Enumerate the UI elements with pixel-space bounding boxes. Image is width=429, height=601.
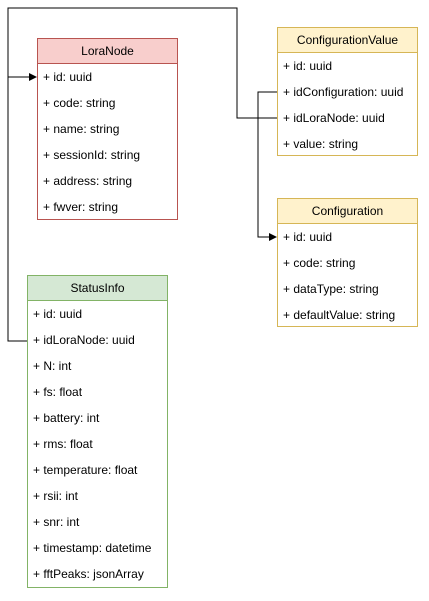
field-configurationvalue-idconfiguration: + idConfiguration: uuid [283,85,404,99]
field-loranode-id: + id: uuid [43,70,93,84]
entity-configuration[interactable]: Configuration + id: uuid + code: string … [277,198,418,327]
entity-configurationvalue[interactable]: ConfigurationValue + id: uuid + idConfig… [277,27,418,156]
field-configuration-defaultvalue: + defaultValue: string [283,308,396,322]
field-statusinfo-battery: + battery: int [33,411,100,425]
field-configurationvalue-value: + value: string [283,137,359,151]
field-statusinfo-n: + N: int [33,359,72,373]
field-statusinfo-id: + id: uuid [33,307,83,321]
field-configuration-code: + code: string [283,256,356,270]
field-configuration-id: + id: uuid [283,230,333,244]
connector-statusinfo-to-loranode [7,77,27,342]
field-loranode-sessionid: + sessionId: string [43,148,141,162]
field-loranode-code: + code: string [43,96,116,110]
entity-loranode-title: LoraNode [38,39,177,64]
field-statusinfo-fs: + fs: float [33,385,83,399]
field-configurationvalue-id: + id: uuid [283,59,333,73]
field-loranode-address: + address: string [43,174,133,188]
field-statusinfo-temperature: + temperature: float [33,463,138,477]
entity-configurationvalue-title: ConfigurationValue [278,28,417,53]
field-configurationvalue-idloranode: + idLoraNode: uuid [283,111,385,125]
entity-statusinfo[interactable]: StatusInfo + id: uuid + idLoraNode: uuid… [27,275,168,588]
entity-loranode[interactable]: LoraNode + id: uuid + code: string + nam… [37,38,178,220]
connector-configurationvalue-to-configuration [257,91,277,241]
field-statusinfo-rsii: + rsii: int [33,489,79,503]
entity-statusinfo-title: StatusInfo [28,276,167,301]
field-statusinfo-timestamp: + timestamp: datetime [33,541,152,555]
field-loranode-name: + name: string [43,122,120,136]
field-statusinfo-rms: + rms: float [33,437,93,451]
field-configuration-datatype: + dataType: string [283,282,379,296]
field-statusinfo-snr: + snr: int [33,515,80,529]
entity-configuration-title: Configuration [278,199,417,224]
field-statusinfo-idloranode: + idLoraNode: uuid [33,333,135,347]
field-loranode-fwver: + fwver: string [43,200,119,214]
field-statusinfo-fftpeaks: + fftPeaks: jsonArray [33,567,144,581]
